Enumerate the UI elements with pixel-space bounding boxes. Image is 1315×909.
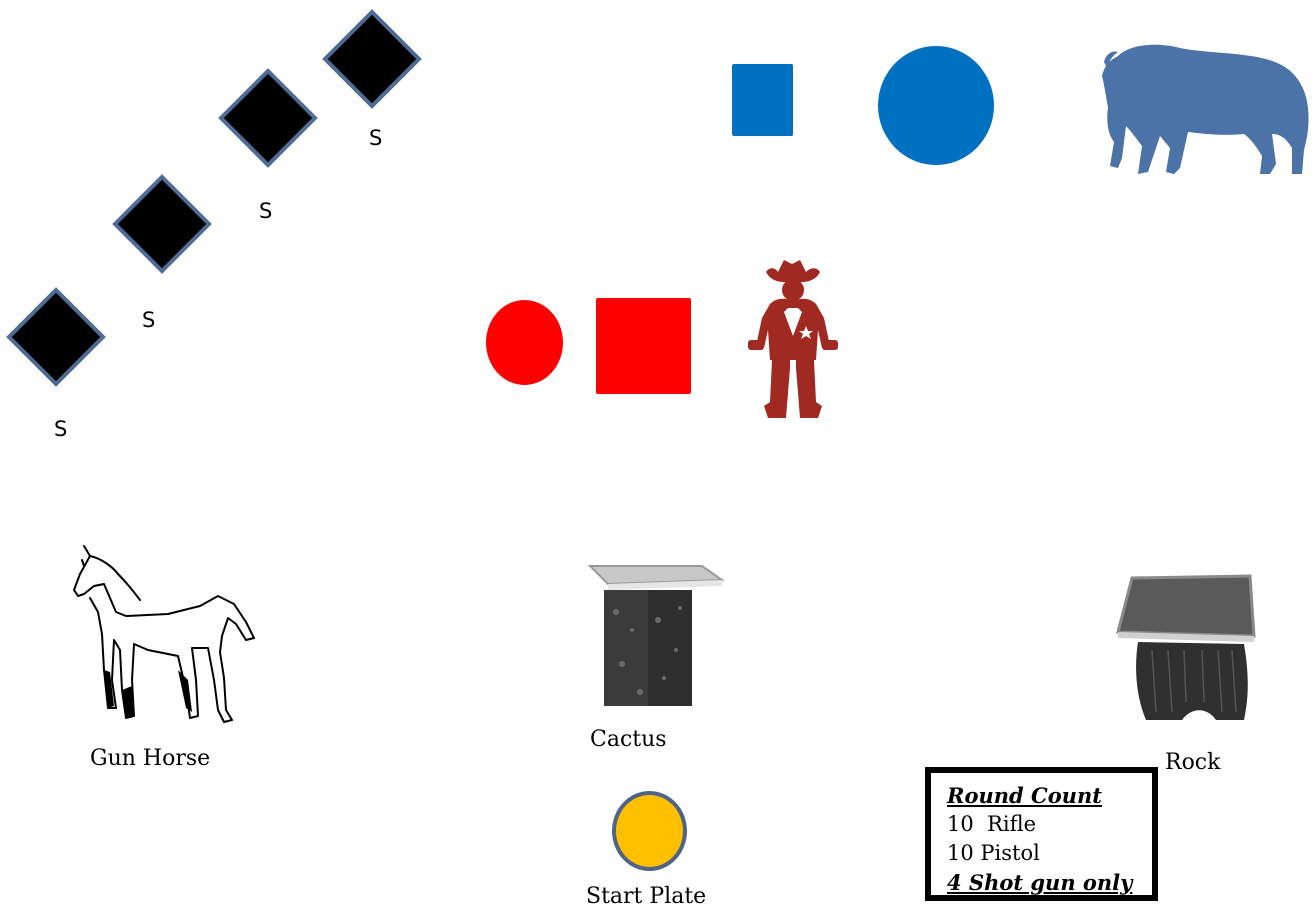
shotgun-count: 4 Shot gun only [947, 868, 1152, 897]
steel-label-2: S [142, 308, 155, 332]
red-circle-target [486, 300, 563, 385]
steel-diamond-1 [6, 287, 106, 387]
round-count-box: Round Count 10 Rifle 10 Pistol 4 Shot gu… [925, 767, 1158, 901]
cowboy-icon [744, 256, 842, 424]
horse-icon [68, 540, 260, 725]
steel-diamond-3 [218, 68, 318, 168]
rifle-count: 10 Rifle [947, 810, 1152, 839]
buffalo-icon [1100, 38, 1315, 180]
rock-label: Rock [1165, 750, 1220, 775]
round-count-title: Round Count [947, 781, 1152, 810]
blue-square-target [732, 64, 793, 136]
steel-label-4: S [369, 126, 382, 150]
start-plate-target [612, 791, 687, 871]
cactus-prop-icon [588, 560, 724, 710]
steel-label-1: S [54, 417, 67, 441]
red-square-target [596, 298, 691, 394]
steel-label-3: S [259, 199, 272, 223]
gun-horse-label: Gun Horse [90, 746, 210, 771]
blue-circle-target [878, 46, 994, 165]
start-plate-label: Start Plate [586, 884, 706, 909]
rock-prop-icon [1112, 572, 1262, 724]
cactus-label: Cactus [590, 727, 667, 752]
steel-diamond-2 [112, 174, 212, 274]
steel-diamond-4 [322, 9, 422, 109]
pistol-count: 10 Pistol [947, 839, 1152, 868]
